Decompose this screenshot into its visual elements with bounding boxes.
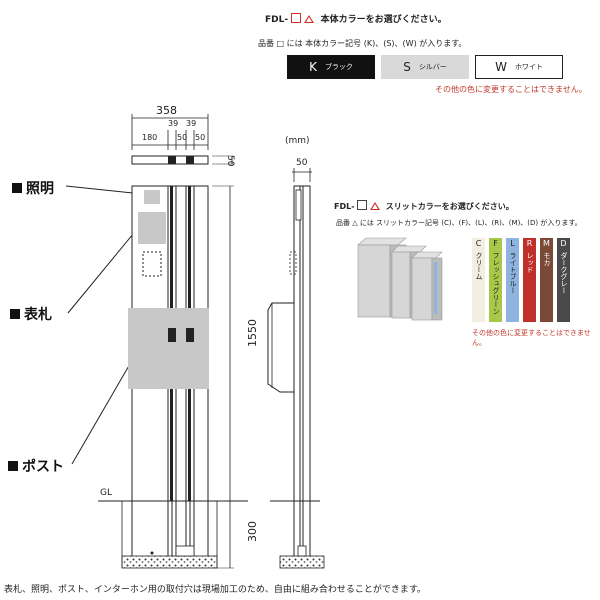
slit-color-placeholder-triangle xyxy=(304,15,315,23)
dim-39-left: 39 xyxy=(168,119,179,128)
slit-color-option-m[interactable]: M モカ xyxy=(540,238,553,322)
color-name: モカ xyxy=(543,252,551,266)
slit-color-option-l[interactable]: L ライトブルー xyxy=(506,238,519,322)
slit-color-title: スリットカラーをお選びください。 xyxy=(385,202,514,211)
body-color-note: 品番 □ には 本体カラー記号 (K)、(S)、(W) が入ります。 xyxy=(258,39,467,48)
color-name: ブラック xyxy=(324,63,353,71)
body-color-option-k[interactable]: K ブラック xyxy=(287,55,375,79)
square-bullet-icon xyxy=(12,183,22,193)
color-code: K xyxy=(309,60,317,74)
unit-label: (mm) xyxy=(285,136,310,146)
color-name: ダークグレー xyxy=(560,252,568,294)
color-name: フレッシュグリーン xyxy=(492,252,500,315)
dim-50-left: 50 xyxy=(177,133,188,142)
label-light: 照明 xyxy=(12,178,54,198)
body-color-placeholder-box xyxy=(357,200,368,210)
label-light-text: 照明 xyxy=(26,181,54,197)
nameplate-area xyxy=(138,212,166,244)
color-name: ホワイト xyxy=(514,63,543,71)
color-code: S xyxy=(403,60,411,74)
color-code: M xyxy=(543,239,550,248)
color-code: C xyxy=(475,239,482,248)
body-color-warning: その他の色に変更することはできません。 xyxy=(435,85,587,94)
color-code: D xyxy=(560,239,567,248)
color-name: レッド xyxy=(526,252,534,273)
square-bullet-icon xyxy=(8,461,18,471)
body-color-title: 本体カラーをお選びください。 xyxy=(320,15,447,25)
color-code: L xyxy=(510,239,515,248)
dim-depth: 50 xyxy=(296,158,308,168)
leader-line-nameplate xyxy=(67,227,139,314)
dim-total-width: 358 xyxy=(156,104,177,117)
slit-color-note: 品番 △ には スリットカラー記号 (C)、(F)、(L)、(R)、(M)、(D… xyxy=(336,219,582,227)
dim-180: 180 xyxy=(142,133,158,142)
color-name: シルバー xyxy=(418,63,447,71)
body-color-option-w[interactable]: W ホワイト xyxy=(475,55,563,79)
label-post: ポスト xyxy=(8,456,64,476)
dim-50-right: 50 xyxy=(195,133,206,142)
slit-color-option-f[interactable]: F フレッシュグリーン xyxy=(489,238,502,322)
footer-note: 表札、照明、ポスト、インターホン用の取付穴は現場加工のため、自由に組み合わせるこ… xyxy=(4,585,426,595)
slit-model-prefix: FDL- xyxy=(334,202,355,211)
body-color-placeholder-box xyxy=(291,13,302,23)
side-post-box xyxy=(267,302,294,393)
label-nameplate-text: 表札 xyxy=(24,307,52,323)
slit-product-illustration xyxy=(357,237,443,321)
label-nameplate: 表札 xyxy=(10,304,52,324)
dim-39-right: 39 xyxy=(186,119,197,128)
post-area xyxy=(128,308,209,389)
light-area xyxy=(144,190,160,204)
body-color-heading: FDL- 本体カラーをお選びください。 xyxy=(265,12,447,25)
color-code: W xyxy=(495,60,507,74)
intercom-area xyxy=(142,251,162,277)
color-code: F xyxy=(493,239,498,248)
leader-line-light xyxy=(65,185,143,195)
square-bullet-icon xyxy=(10,309,20,319)
dim-foundation: 300 xyxy=(246,521,259,542)
model-prefix: FDL- xyxy=(265,15,289,25)
side-post-body xyxy=(293,185,311,502)
dim-top-50: 50 xyxy=(225,155,235,167)
slit-color-warning: その他の色に変更することはできません。 xyxy=(472,329,591,347)
body-color-option-s[interactable]: S シルバー xyxy=(381,55,469,79)
color-code: R xyxy=(526,239,533,248)
slit-color-option-r[interactable]: R レッド xyxy=(523,238,536,322)
color-name: クリーム xyxy=(475,252,483,280)
color-name: ライトブルー xyxy=(509,252,517,294)
slit-color-option-d[interactable]: D ダークグレー xyxy=(557,238,570,322)
slit-color-placeholder-triangle xyxy=(370,202,381,210)
foundation-gravel xyxy=(121,555,218,569)
label-post-text: ポスト xyxy=(22,459,64,475)
slit-color-heading: FDL- スリットカラーをお選びください。 xyxy=(334,200,514,212)
slit-color-option-c[interactable]: C クリーム xyxy=(472,238,485,322)
dim-height: 1550 xyxy=(246,319,259,347)
gl-label: GL xyxy=(100,488,112,498)
